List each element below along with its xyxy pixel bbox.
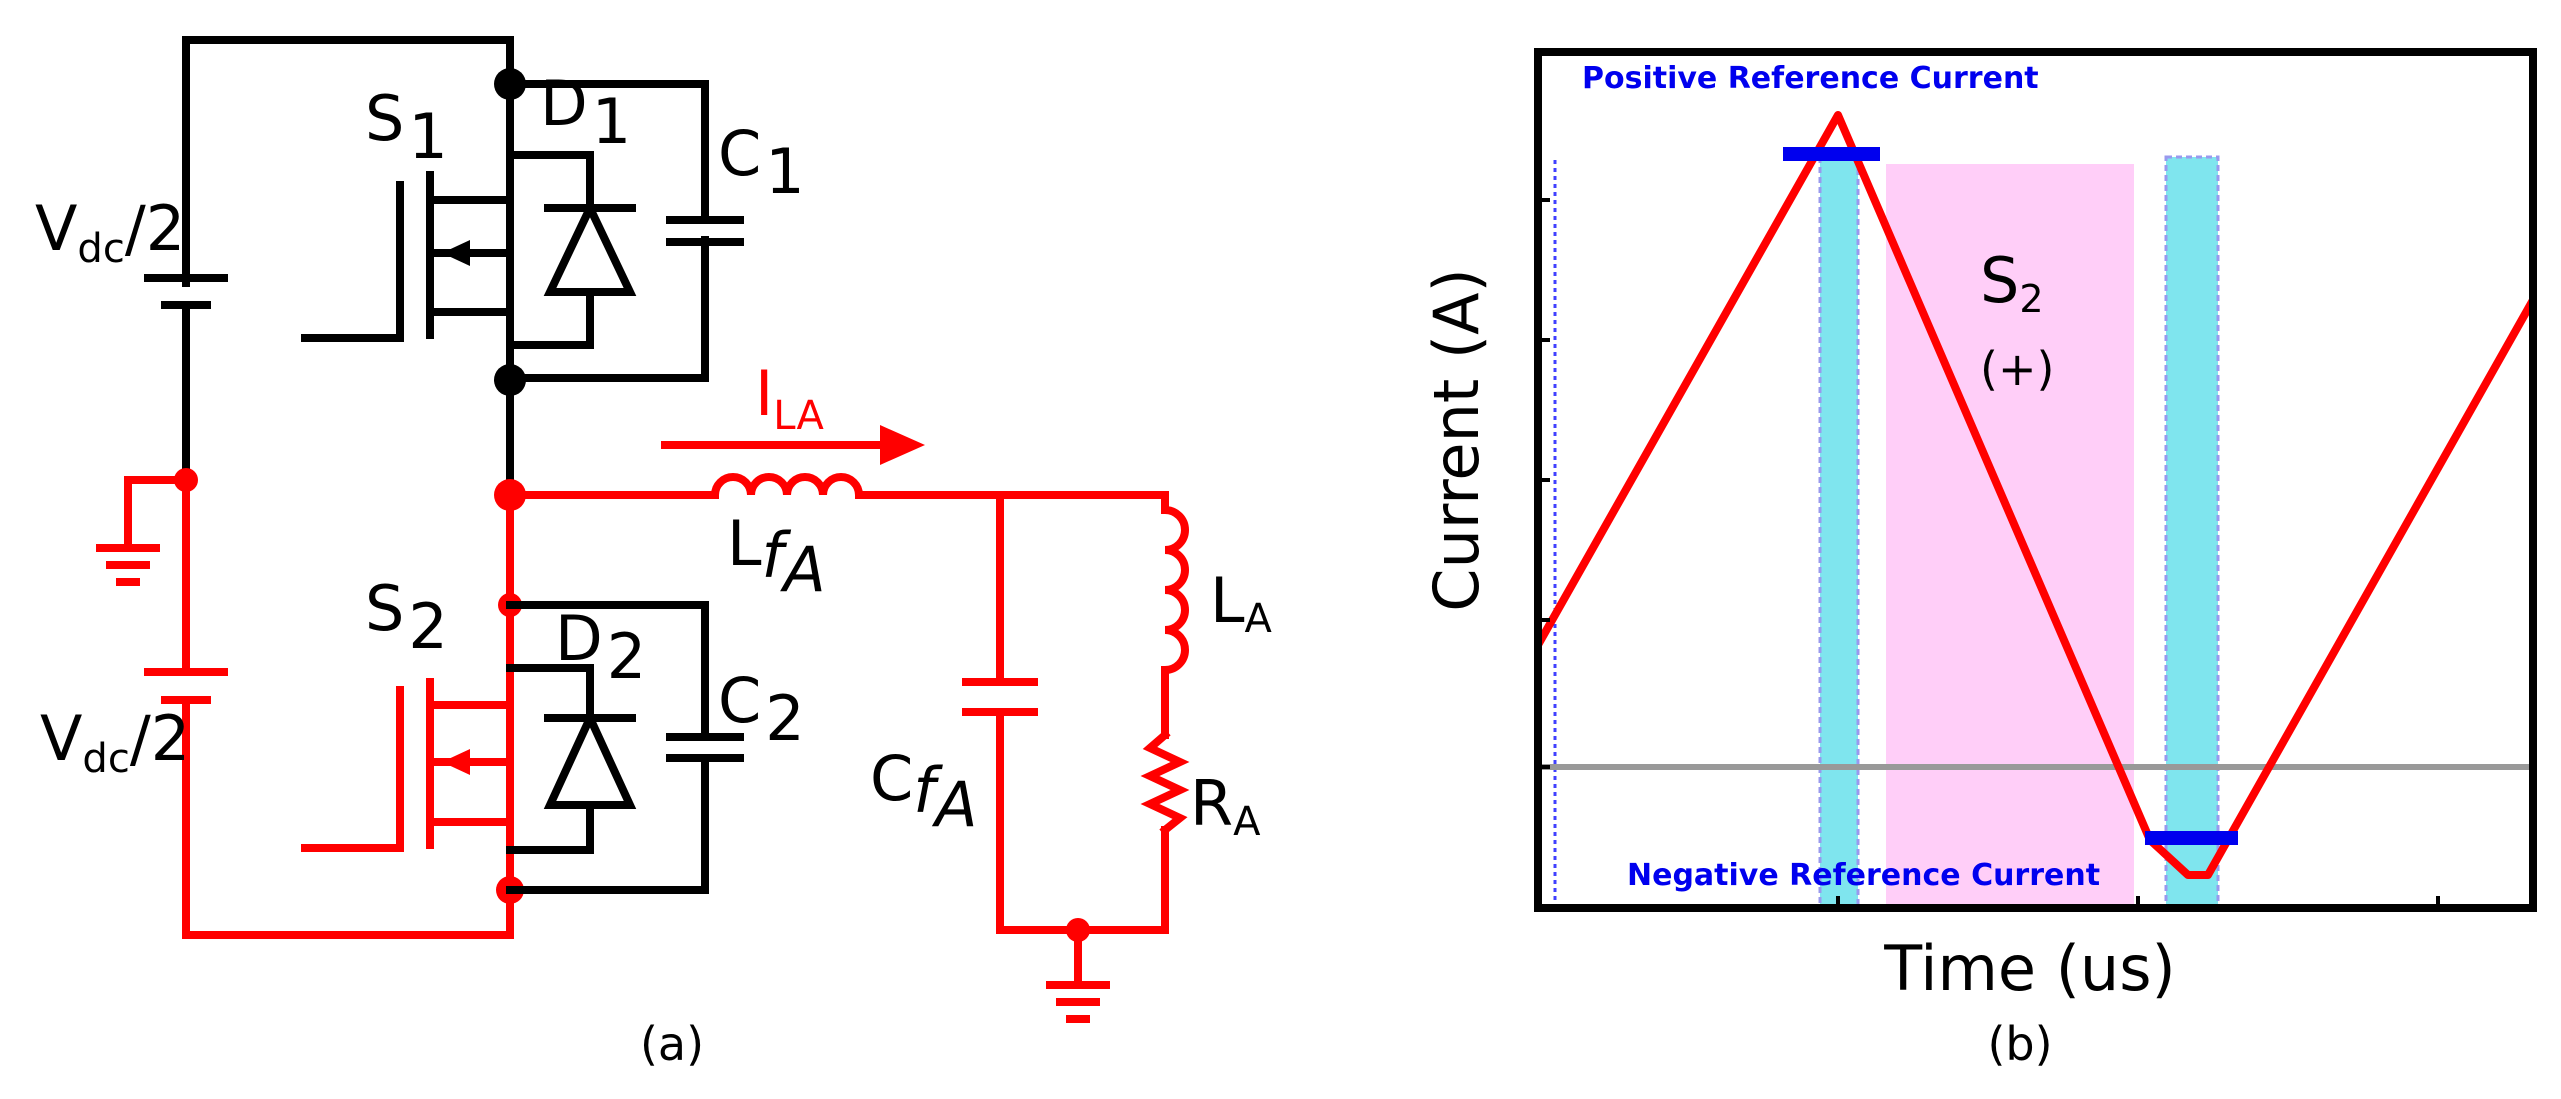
- label-c1: C1: [718, 117, 805, 208]
- s2-on-band: [1886, 164, 2134, 907]
- x-axis-label: Time (us): [1883, 932, 2175, 1005]
- label-cfa: CfA: [870, 742, 978, 841]
- ra-resistor: [1140, 729, 1190, 836]
- ila-arrow-head: [880, 425, 925, 465]
- s2-label: S2: [1980, 244, 2044, 321]
- s2-arrow: [442, 749, 470, 775]
- label-d2: D2: [555, 602, 646, 693]
- dead-time-band-2: [2164, 155, 2220, 909]
- ground-left-lead: [124, 476, 190, 549]
- label-lfa: LfA: [727, 507, 826, 606]
- label-vdc-top: Vdc/2: [35, 192, 185, 272]
- wire-c1-bottom: [506, 236, 709, 382]
- s1-arrow: [442, 240, 470, 266]
- caption-a: (a): [640, 1017, 704, 1071]
- wire-d2-bottom: [506, 801, 594, 854]
- wire-d2-top: [506, 664, 594, 722]
- lfa-inductor: [710, 473, 864, 500]
- label-la: LA: [1210, 564, 1273, 642]
- circuit-diagram: Vdc/2 Vdc/2 S1 D1 C1 S2 D2 C2 ILA LfA Cf: [35, 36, 1273, 1071]
- wire-c2-top: [506, 601, 709, 739]
- label-vdc-bot: Vdc/2: [40, 702, 190, 782]
- d2-triangle: [543, 708, 637, 809]
- node-ground-left: [174, 468, 198, 492]
- waveform-plot: Positive Reference Current Negative Refe…: [1420, 48, 2537, 1071]
- current-waveform: [1534, 111, 2537, 879]
- wire-cfa-bottom: [996, 708, 1169, 934]
- s2-sign: (+): [1980, 342, 2054, 396]
- label-c2: C2: [718, 664, 805, 755]
- negative-ref-label: Negative Reference Current: [1627, 858, 2100, 893]
- wire-c2-bot: [506, 754, 709, 894]
- node-top: [494, 68, 526, 100]
- label-s2: S2: [365, 572, 448, 663]
- d1-triangle: [543, 198, 637, 296]
- label-ra: RA: [1190, 767, 1261, 845]
- label-s1: S1: [365, 82, 448, 173]
- wire-top-dc: [182, 36, 514, 287]
- dead-time-band-1: [1818, 155, 1860, 909]
- wire-bottom-return: [182, 696, 514, 939]
- wire-c1: [506, 80, 709, 222]
- node-mid-black: [494, 364, 526, 396]
- label-ila: ILA: [755, 357, 825, 439]
- positive-ref-label: Positive Reference Current: [1582, 61, 2039, 96]
- y-axis-label: Current (A): [1420, 268, 1493, 611]
- caption-b: (b): [1987, 1017, 2052, 1071]
- wire-d1-bottom: [506, 291, 594, 349]
- label-d1: D1: [540, 67, 631, 158]
- la-inductor: [1160, 505, 1189, 675]
